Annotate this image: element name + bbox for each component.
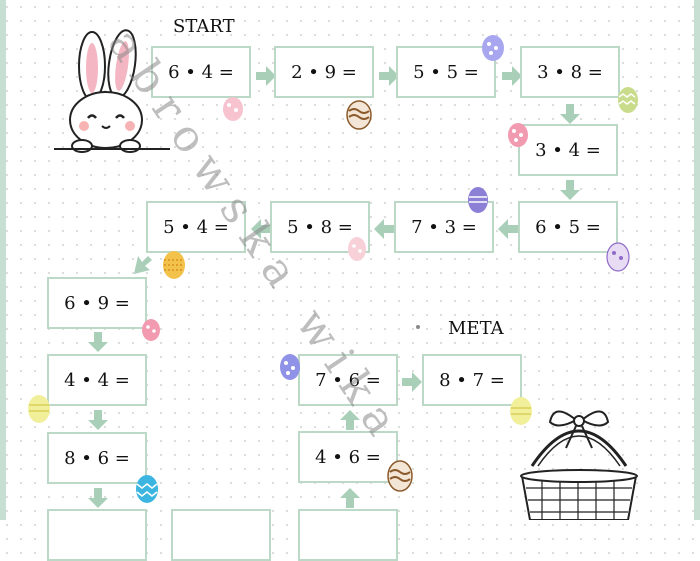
easter-egg-icon [136,475,158,503]
arrow-down-left [134,256,152,274]
arrow-right [379,66,399,86]
arrow-left [251,219,271,239]
arrow-right [502,66,522,86]
equation-box-partial [171,509,271,561]
easter-egg-icon [346,100,372,130]
basket-icon [520,410,638,520]
arrow-down [88,410,108,430]
easter-egg-icon [28,395,50,423]
arrow-right [256,66,276,86]
easter-egg-icon [223,97,243,121]
page-border-right [694,0,700,520]
equation-box: 8 • 6 = [47,432,147,484]
easter-egg-icon [606,242,630,272]
equation-box: 6 • 5 = [518,201,618,253]
equation-box-partial [298,509,398,561]
start-label: START [173,16,235,37]
arrow-right [402,372,422,392]
equation-box: 6 • 9 = [47,277,147,329]
easter-egg-icon [618,87,638,113]
easter-egg-icon [510,397,532,425]
easter-egg-icon [348,237,366,261]
watermark-dot [416,325,420,329]
meta-label: META [448,318,504,339]
path-arrows [88,66,580,508]
equation-box: 2 • 9 = [274,46,374,98]
easter-egg-icon [468,187,488,213]
arrow-up [340,488,360,508]
equation-box: 3 • 4 = [518,124,618,176]
arrow-down [88,488,108,508]
equation-box: 7 • 6 = [298,354,398,406]
bunny-icon [54,29,170,153]
arrow-left [374,219,394,239]
equation-box: 4 • 6 = [298,431,398,483]
equation-box: 6 • 4 = [151,46,251,98]
page-border-left [0,0,6,520]
arrow-up [340,410,360,430]
equation-box: 8 • 7 = [422,354,522,406]
equation-box: 5 • 4 = [146,201,246,253]
easter-egg-icon [142,319,160,341]
easter-egg-icon [280,354,300,380]
arrow-down [560,180,580,200]
equation-box-partial [47,509,147,561]
equation-box: 5 • 5 = [396,46,496,98]
equation-box: 3 • 8 = [520,46,620,98]
easter-egg-icon [482,35,504,61]
arrow-down [560,104,580,124]
easter-egg-icon [163,251,185,279]
easter-egg-icon [387,460,413,492]
arrow-down [88,332,108,352]
easter-egg-icon [508,123,528,147]
equation-box: 4 • 4 = [47,354,147,406]
arrow-left [498,219,518,239]
